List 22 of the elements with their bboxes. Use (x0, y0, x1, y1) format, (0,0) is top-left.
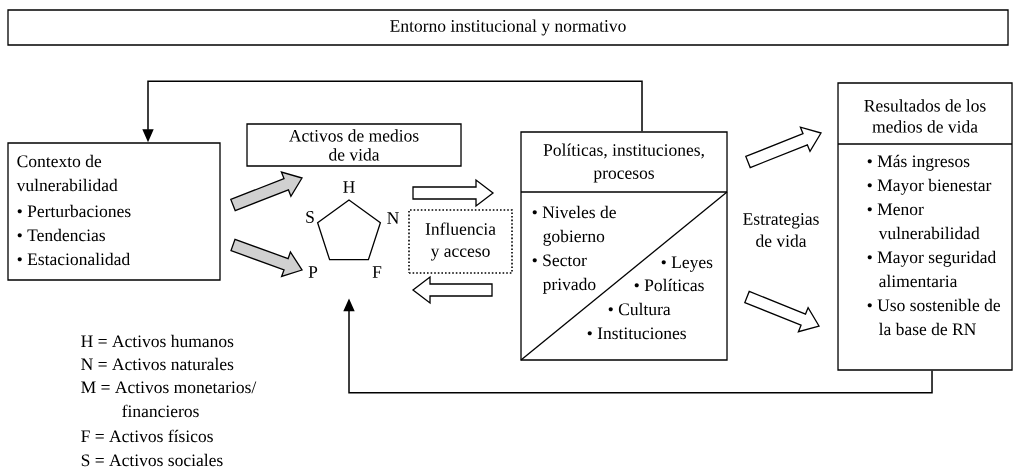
vertex-label: N (387, 212, 399, 224)
key-entry: H = Activos humanos (81, 334, 234, 348)
strategy-text: Estrategias de vida (743, 213, 819, 247)
banner-box: Entorno institucional y normativo (7, 9, 1009, 46)
block-arrow (229, 171, 303, 212)
vertex-label: S (306, 211, 314, 223)
key-entry: F = Activos físicos (81, 429, 213, 443)
outcome-box: Resultados de los medios de vida • Más ingresos • Mayor bienestar • Menor vulnerabilidad • Mayor seguridad alimentaria • Uso sostenible de la base de RN (837, 82, 1013, 371)
key-entry: M = Activos monetarios/ financieros (81, 381, 257, 418)
vertex-label: F (372, 266, 382, 278)
vertex-label: P (308, 266, 318, 278)
block-arrow (412, 178, 495, 208)
block-arrow (411, 275, 493, 305)
block-arrow (230, 238, 303, 278)
policy-box: Políticas, instituciones, procesos • Niveles de gobierno • Sector privado • Leyes • Políticas • Cultura • Instituciones (520, 131, 728, 361)
dotted-box: Influencia y acceso (408, 209, 513, 274)
key-entry: S = Activos sociales (81, 453, 223, 467)
title-box: Activos de medios de vida (246, 123, 462, 167)
key-entry: N = Activos naturales (81, 357, 234, 371)
context-box: Contexto de vulnerabilidad • Perturbaciones • Tendencias • Estacionalidad (7, 142, 221, 281)
vertex-label: H (343, 181, 355, 193)
block-arrow (744, 126, 822, 169)
